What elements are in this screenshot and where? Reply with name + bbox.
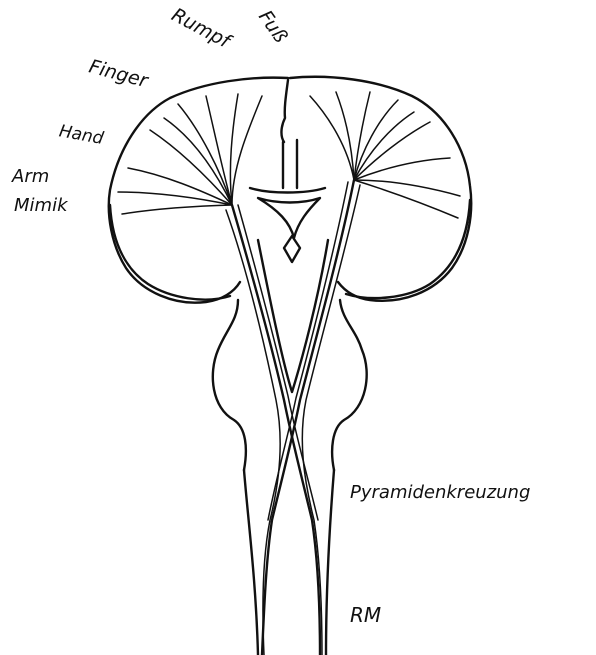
third-ventricle-top [250,188,325,193]
midline-fissure [281,80,288,142]
left-corona-radiata [118,94,262,214]
right-pyramidal-tract [262,180,360,655]
pons-right [332,300,367,470]
label-arm: Arm [11,166,49,187]
third-ventricle [258,198,320,238]
right-corona-radiata [310,92,460,218]
label-rm: RM [350,603,381,627]
label-finger: Finger [87,56,152,93]
label-pyramidenkreuzung: Pyramidenkreuzung [350,482,530,503]
label-hand: Hand [57,121,105,149]
septum-line [283,140,297,188]
pons-left [213,300,246,470]
left-temporal-lobe [110,205,230,300]
label-rumpf: Rumpf [168,4,236,54]
spinal-cord-left [244,470,258,655]
left-pyramidal-tract [226,205,320,655]
label-fuss: Fuß [254,6,292,47]
spinal-cord-right [326,470,334,655]
ventricle-diamond [284,236,300,262]
label-mimik: Mimik [14,195,69,216]
